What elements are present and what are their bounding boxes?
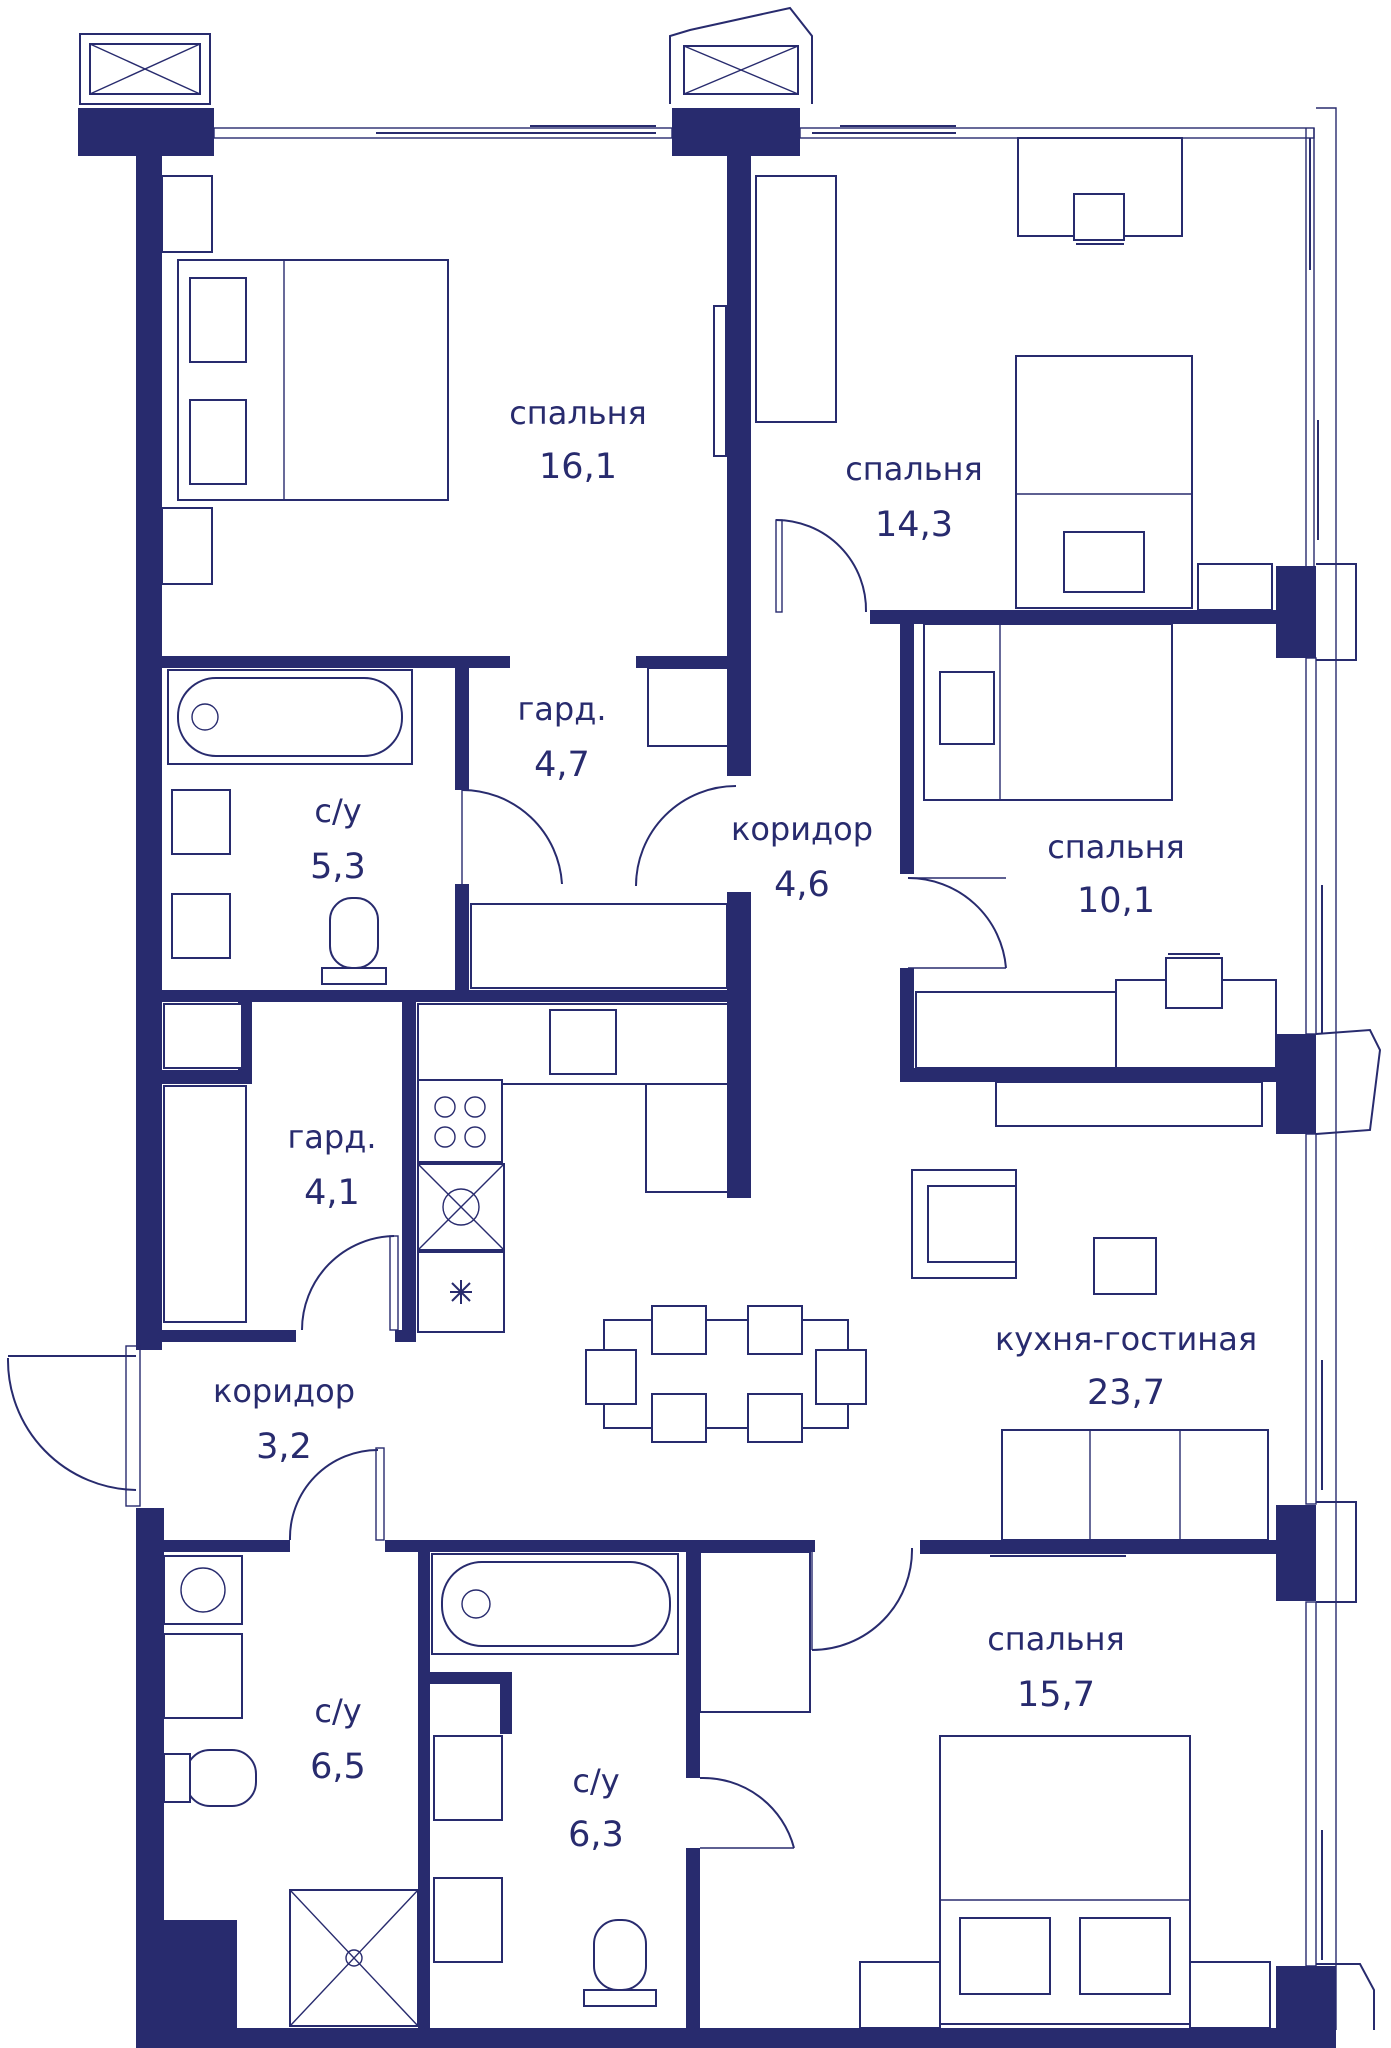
room-area: 15,7 bbox=[1017, 1675, 1095, 1715]
room-area: 4,7 bbox=[534, 745, 590, 785]
room-wardrobe-4-7: гард. 4,7 bbox=[517, 690, 606, 785]
room-name: гард. bbox=[287, 1118, 376, 1156]
room-name: с/у bbox=[314, 792, 361, 830]
room-wardrobe-4-1: гард. 4,1 bbox=[287, 1118, 376, 1213]
room-name: спальня bbox=[987, 1620, 1125, 1658]
room-area: 16,1 bbox=[539, 447, 617, 487]
walls bbox=[78, 108, 1336, 2048]
windows bbox=[6, 6, 1382, 2030]
room-bathroom-5-3: с/у 5,3 bbox=[310, 792, 366, 887]
room-area: 23,7 bbox=[1087, 1373, 1165, 1413]
room-area: 6,3 bbox=[568, 1815, 624, 1855]
room-name: с/у bbox=[314, 1692, 361, 1730]
room-corridor-3-2: коридор 3,2 bbox=[213, 1372, 355, 1467]
room-area: 4,6 bbox=[774, 865, 830, 905]
room-area: 14,3 bbox=[875, 505, 953, 545]
room-name: с/у bbox=[572, 1762, 619, 1800]
room-area: 6,5 bbox=[310, 1747, 366, 1787]
room-name: спальня bbox=[509, 394, 647, 432]
room-name: кухня-гостиная bbox=[995, 1320, 1257, 1358]
room-corridor-4-6: коридор 4,6 bbox=[731, 810, 873, 905]
room-area: 10,1 bbox=[1077, 881, 1155, 921]
room-name: спальня bbox=[845, 450, 983, 488]
furniture bbox=[161, 137, 1277, 2029]
room-labels: спальня 16,1 спальня 14,3 гард. 4,7 с/у … bbox=[213, 394, 1257, 1855]
room-area: 4,1 bbox=[304, 1173, 360, 1213]
room-name: коридор bbox=[731, 810, 873, 848]
room-bathroom-6-5: с/у 6,5 bbox=[310, 1692, 366, 1787]
room-bedroom-15-7: спальня 15,7 bbox=[987, 1620, 1125, 1715]
doors bbox=[288, 519, 1007, 1849]
room-name: спальня bbox=[1047, 828, 1185, 866]
room-name: коридор bbox=[213, 1372, 355, 1410]
room-area: 3,2 bbox=[256, 1427, 312, 1467]
room-kitchen-living-23-7: кухня-гостиная 23,7 bbox=[995, 1320, 1257, 1413]
room-bedroom-14-3: спальня 14,3 bbox=[845, 450, 983, 545]
room-name: гард. bbox=[517, 690, 606, 728]
room-area: 5,3 bbox=[310, 847, 366, 887]
room-bedroom-16-1: спальня 16,1 bbox=[509, 394, 647, 487]
room-bathroom-6-3: с/у 6,3 bbox=[568, 1762, 624, 1855]
room-bedroom-10-1: спальня 10,1 bbox=[1047, 828, 1185, 921]
